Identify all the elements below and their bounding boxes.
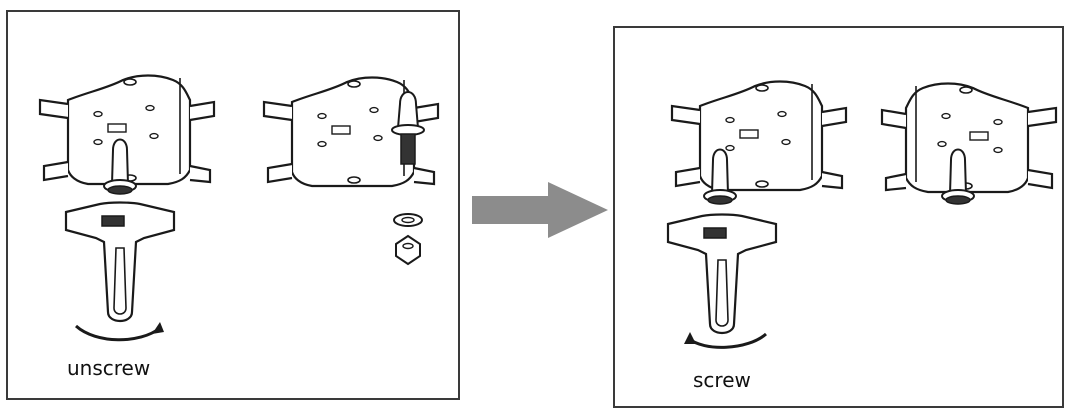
nut-icon <box>396 236 420 264</box>
step-caption-unscrew: unscrew <box>67 356 150 380</box>
washer-icon <box>394 214 422 226</box>
mounting-bracket-icon <box>882 84 1056 193</box>
arrow-right-icon <box>472 182 608 238</box>
wrench-icon <box>66 203 174 322</box>
step-caption-screw: screw <box>693 368 751 392</box>
rotate-arrow-icon <box>76 322 164 340</box>
rotate-arrow-icon <box>684 332 766 347</box>
mounting-bracket-icon <box>672 82 846 191</box>
wrench-icon <box>668 215 776 334</box>
